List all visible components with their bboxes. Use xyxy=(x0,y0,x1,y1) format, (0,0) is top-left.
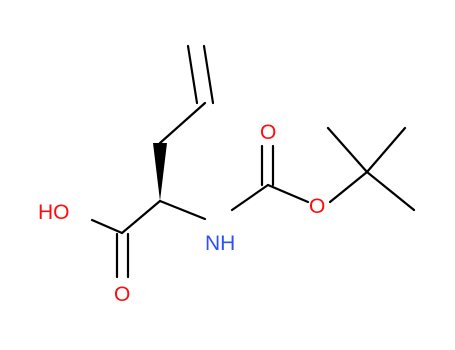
amine-label: NH xyxy=(205,232,235,255)
carboxyl-oh-bond xyxy=(90,218,124,235)
wedge-bond xyxy=(153,143,167,201)
ester-tbutyl-bond xyxy=(328,170,369,204)
carboxyl-oxygen-label: O xyxy=(114,283,130,306)
vinyl-double-bond-b xyxy=(202,44,215,105)
alpha-n-bond xyxy=(158,199,207,221)
ester-oxygen-label: O xyxy=(309,195,325,218)
tbutyl-methyl-down xyxy=(365,170,416,212)
n-carbamate-bond xyxy=(230,183,270,212)
tbutyl-methyl-right xyxy=(365,126,407,174)
carbamate-ester-bond xyxy=(266,183,310,204)
alpha-carboxyl-bond xyxy=(120,199,162,235)
tbutyl-methyl-left xyxy=(326,126,369,174)
hydroxyl-label: HO xyxy=(38,201,70,224)
carbamate-oxygen-label: O xyxy=(260,121,276,144)
vinyl-double-bond-a xyxy=(186,44,199,105)
allyl-bond xyxy=(158,101,207,145)
